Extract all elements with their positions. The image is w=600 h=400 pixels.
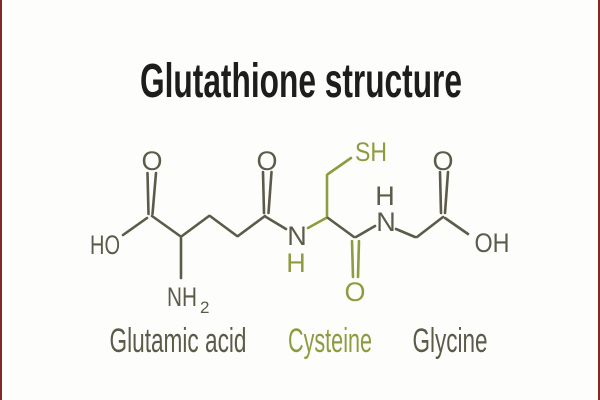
bond-amide-double-1 (261, 170, 266, 215)
bond-ch2-thiol (326, 156, 353, 176)
atom-label-nh2-subscript: 2 (200, 298, 209, 317)
label-glutamic-acid: Glutamic acid (110, 322, 247, 360)
atom-label-oh-right: OH (475, 228, 510, 258)
bond-gly-ch2-carboxyl (415, 215, 445, 239)
atom-label-o-carboxyl-left: O (141, 146, 162, 176)
bond-carboxyl-double-1 (146, 171, 150, 216)
bond-cys-double-2 (356, 239, 361, 279)
bond-alpha-ch2a (180, 214, 211, 238)
right-red-accent-line (598, 0, 600, 400)
bond-cys-double-1 (350, 239, 355, 279)
bond-amide-double-2 (267, 170, 273, 215)
bond-n2-gly-ch2 (394, 227, 417, 239)
atom-label-n1: N (287, 221, 307, 251)
atom-label-h1: H (286, 248, 306, 278)
bond-cys-alpha-carbonyl (326, 216, 356, 239)
label-glycine: Glycine (413, 322, 488, 360)
bond-gly-double-1 (438, 170, 443, 215)
glycine-group: H N O OH (375, 146, 509, 258)
atom-label-sh: SH (355, 137, 387, 167)
atom-label-nh: NH (167, 282, 197, 312)
bond-ch2b-amidec (236, 214, 267, 238)
bond-ch2a-ch2b (208, 214, 239, 238)
left-red-accent-line (0, 0, 2, 400)
atom-label-o-amide-left: O (256, 146, 277, 176)
atom-label-h2: H (375, 181, 395, 211)
bond-gly-carboxyl-oh (443, 216, 470, 236)
bond-carboxyl-alpha (150, 214, 182, 238)
cysteine-group: N H SH O (286, 137, 387, 307)
atom-label-o-carboxyl-right: O (432, 146, 453, 176)
atom-label-o-cys: O (344, 277, 365, 307)
atom-label-n2: N (376, 207, 396, 237)
bond-carboxyl-double-2 (151, 171, 158, 216)
label-cysteine: Cysteine (288, 322, 372, 360)
bond-amidec-n1 (264, 215, 288, 231)
page-title: Glutathione structure (140, 55, 462, 108)
bond-cys-carbonyl-n2 (354, 224, 377, 239)
residue-labels: Glutamic acid Cysteine Glycine (110, 322, 488, 360)
bond-ho-carboxyl (121, 216, 149, 237)
bond-gly-double-2 (443, 170, 450, 215)
atom-label-ho-left: HO (90, 230, 120, 260)
bond-n1-cys-alpha (306, 216, 328, 230)
